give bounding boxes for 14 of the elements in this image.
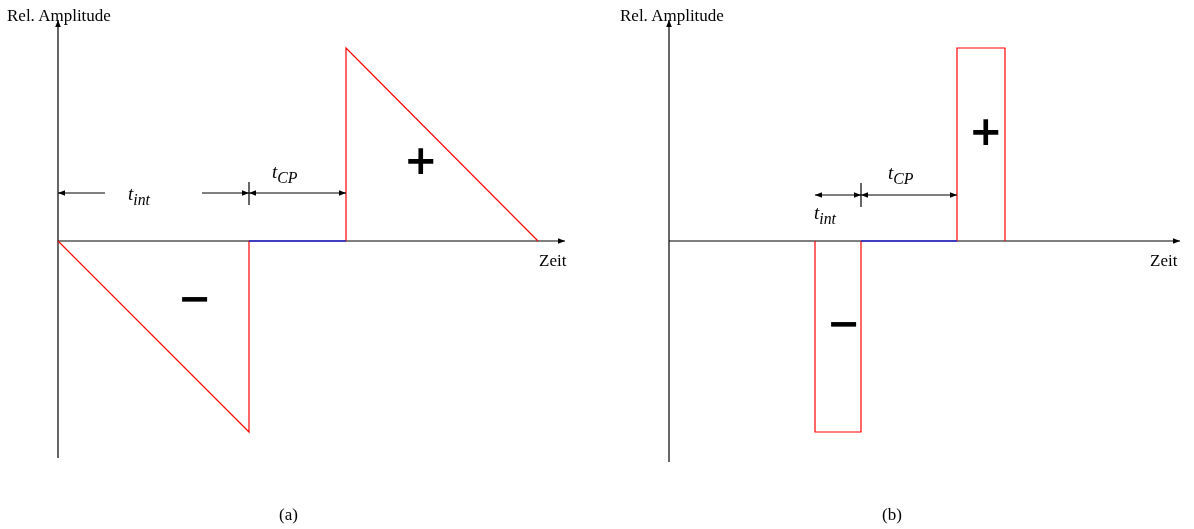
panel-caption: (a) bbox=[279, 505, 298, 525]
sign-label: + bbox=[404, 140, 438, 180]
axis-label: Zeit bbox=[539, 251, 567, 271]
sign-label: − bbox=[178, 278, 212, 318]
dimension-label: t$_{int}$ bbox=[814, 203, 836, 229]
dimension-label: t$_{CP}$ bbox=[888, 163, 914, 189]
axis-label: Rel. Amplitude bbox=[620, 6, 724, 26]
axis-label: Zeit bbox=[1150, 251, 1178, 271]
sign-label: − bbox=[827, 303, 861, 343]
sign-label: + bbox=[969, 111, 1003, 151]
dimension-label: t$_{int}$ bbox=[128, 184, 150, 210]
panel-caption: (b) bbox=[882, 505, 902, 525]
axis-label: Rel. Amplitude bbox=[7, 6, 111, 26]
dimension-label: t$_{CP}$ bbox=[272, 162, 298, 188]
